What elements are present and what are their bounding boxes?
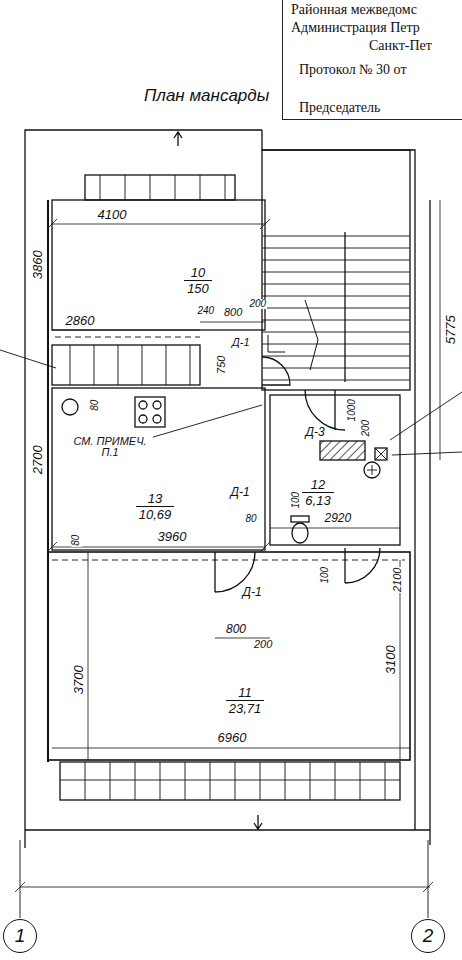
dimension-label: 200 [249, 299, 268, 310]
dimension-label: 3100 [383, 644, 397, 675]
stair-well [262, 150, 410, 390]
dimension-line [15, 200, 440, 892]
toilet [292, 523, 308, 543]
door-swing [345, 548, 380, 583]
room-number: 10 [188, 265, 208, 280]
dimension-label: 100 [320, 565, 331, 584]
dimension-label: 800 [223, 307, 243, 319]
dimension-label: 1000 [347, 398, 358, 422]
room-wall [52, 200, 265, 330]
stamp-text: Администрация Петр [291, 20, 420, 36]
room-wall [48, 552, 410, 760]
north-arrow [174, 132, 182, 146]
dimension-label: 4100 [97, 208, 128, 222]
dimension-label: 2700 [30, 444, 44, 475]
burner [139, 415, 147, 423]
room-area-value: 23,71 [226, 700, 265, 716]
outer-wall [25, 829, 430, 830]
stair-divider [344, 232, 345, 382]
sink [367, 465, 377, 475]
stair-arrow [305, 300, 318, 370]
closet [52, 345, 200, 385]
toilet [291, 516, 309, 522]
sink [62, 399, 78, 415]
axis-marker: 1 [3, 919, 37, 953]
dimension-label: 2100 [392, 567, 404, 593]
dimension-label: 80 [245, 514, 258, 525]
vent [375, 448, 387, 460]
arrow-down [254, 815, 262, 829]
vent [375, 448, 387, 460]
dimension-label: 200 [253, 639, 273, 651]
partition [268, 335, 285, 352]
room-area-value: 6,13 [302, 492, 333, 508]
dimension-label: 3960 [157, 530, 188, 544]
dimension-label: 5775 [443, 314, 457, 345]
stamp-text: Председатель [299, 100, 380, 116]
stamp-text: Районная межведомс [291, 2, 417, 18]
dimension-label: 3700 [71, 664, 85, 695]
plan-title: План мансарды [142, 86, 271, 106]
hidden-line [55, 337, 200, 338]
hidden-line [52, 560, 405, 561]
room-wall [52, 388, 265, 550]
room-area-value: 150 [184, 280, 212, 296]
axis-marker: 2 [411, 919, 445, 953]
door-mark-label: Д-3 [305, 426, 326, 439]
window [60, 780, 400, 781]
door-swing [305, 390, 345, 430]
axis-line [428, 840, 429, 918]
dimension-label: 240 [197, 306, 216, 317]
dimension-label: 100 [291, 490, 302, 509]
room-number: 11 [235, 685, 255, 700]
outer-wall [25, 130, 415, 848]
dimension-label: 800 [225, 623, 247, 636]
note-label: СМ. ПРИМЕЧ. П.1 [67, 436, 153, 459]
room-number: 13 [145, 491, 165, 506]
room-number: 12 [308, 477, 328, 492]
door-swing [262, 357, 290, 385]
outer-wall [414, 200, 415, 830]
room-area: 1123,71 [48, 552, 410, 760]
room-area: 1310,69 [52, 388, 265, 550]
axis-number: 2 [423, 926, 434, 946]
dimension-label: 200 [361, 418, 372, 437]
stove [135, 397, 165, 427]
dimension-label: 3860 [30, 249, 44, 280]
window [85, 175, 235, 200]
axis-number: 1 [15, 926, 26, 946]
stamp-text: Протокол № 30 от [299, 62, 407, 78]
dimension-label: 80 [71, 533, 82, 546]
window [60, 762, 400, 800]
burner [139, 401, 147, 409]
dimension-label: 80 [90, 398, 101, 411]
door-mark-label: Д-1 [231, 337, 251, 349]
door-mark-label: Д-1 [242, 586, 263, 599]
burner [153, 415, 161, 423]
sink [364, 462, 380, 478]
dimension-label: 2920 [324, 512, 353, 525]
dimension-label: 750 [216, 355, 228, 375]
dimension-label: 2860 [65, 314, 96, 328]
dimension-label: 6960 [217, 731, 248, 745]
door-mark-label: Д-1 [230, 486, 251, 499]
outer-wall [429, 200, 430, 845]
axis-line [20, 840, 21, 918]
stamp-text: Санкт-Пет [369, 38, 432, 54]
room-area-value: 10,69 [136, 506, 175, 522]
burner [153, 401, 161, 409]
shaft [320, 441, 365, 460]
approval-stamp: Районная межведомсАдминистрация ПетрСанк… [282, 0, 462, 120]
